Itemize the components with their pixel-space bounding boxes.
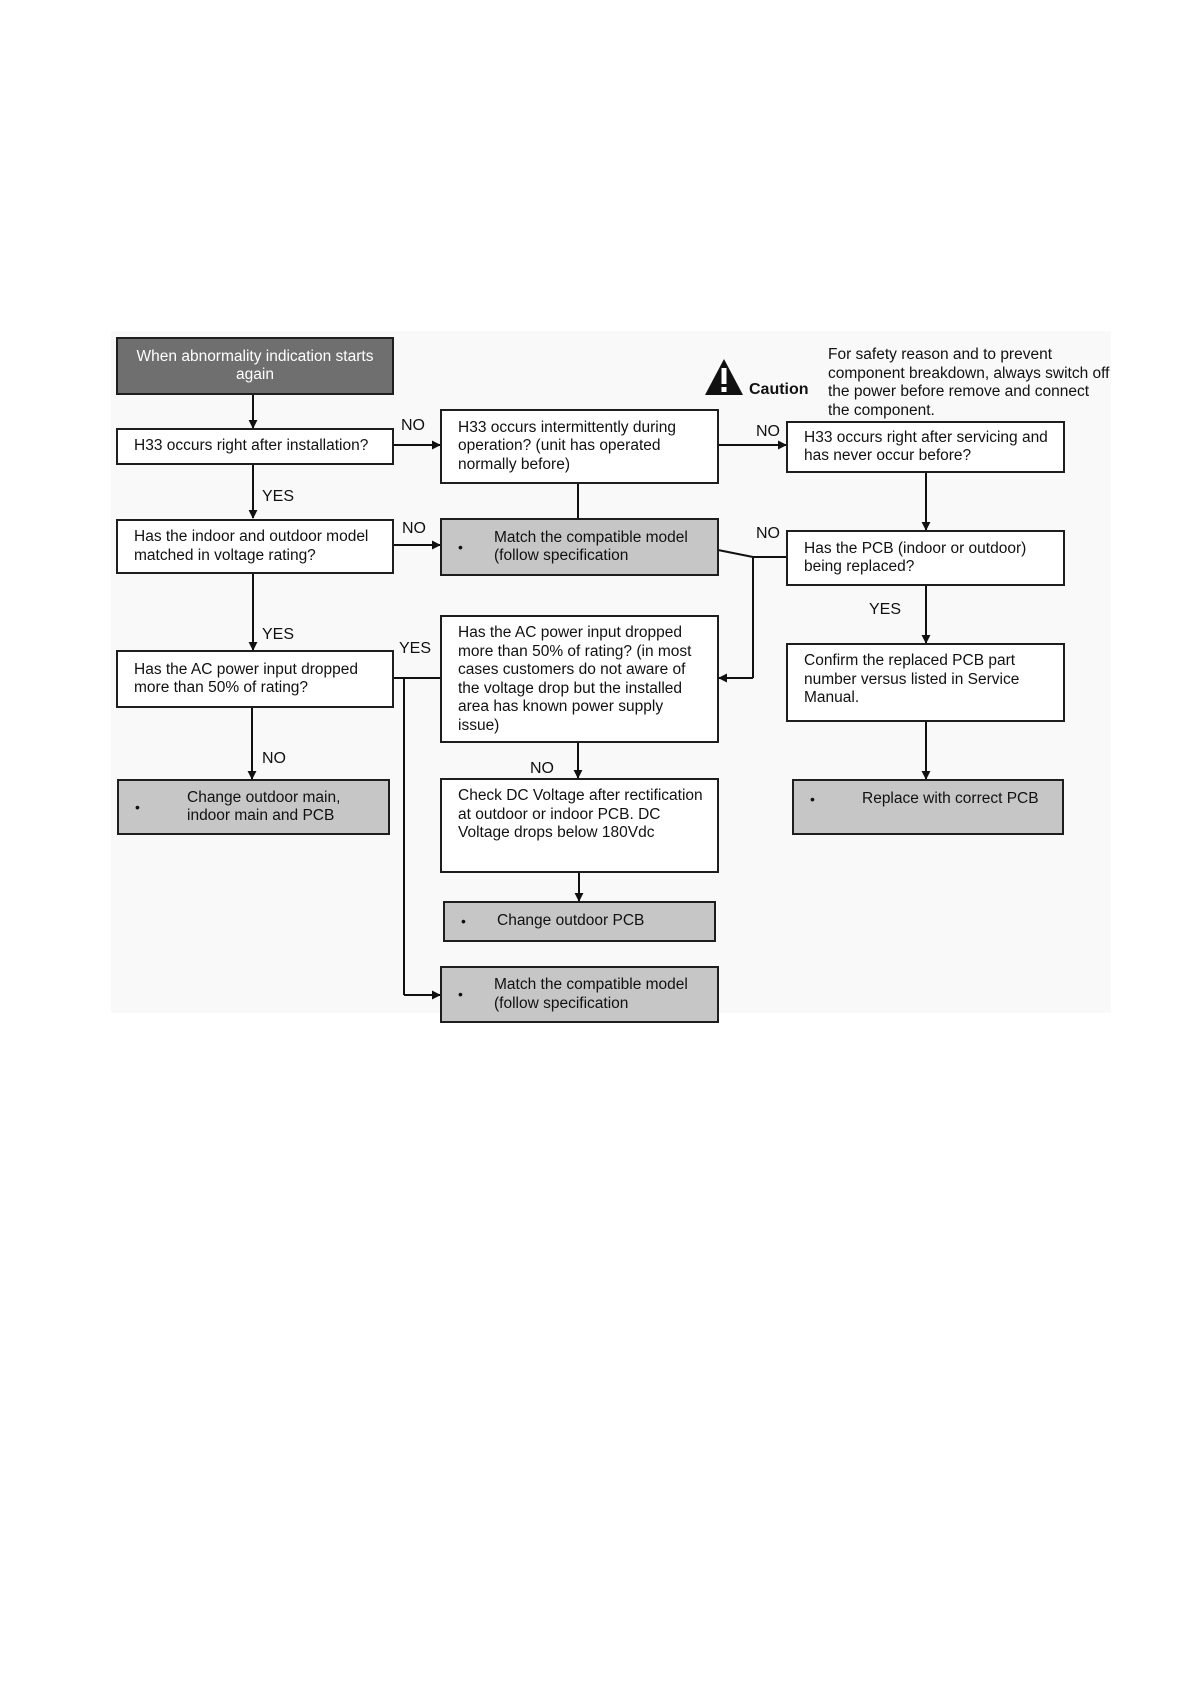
label-yes: YES [869, 601, 902, 618]
warning-icon [705, 359, 743, 395]
question-intermittent-text: H33 occurs intermittently during operati… [458, 418, 676, 473]
question-ac-drop: Has the AC power input dropped more than… [116, 650, 394, 708]
label-yes: YES [262, 488, 295, 505]
bullet-icon: • [458, 538, 463, 555]
caution-label: Caution [749, 381, 809, 398]
start-text: When abnormality indication starts again [136, 347, 374, 384]
question-intermittent: H33 occurs intermittently during operati… [440, 409, 719, 484]
question-dc-voltage-text: Check DC Voltage after rectification at … [458, 787, 703, 841]
label-no: NO [530, 760, 554, 777]
label-no: NO [262, 750, 286, 767]
question-ac-drop-text: Has the AC power input dropped more than… [134, 660, 359, 697]
action-replace-pcb: • Replace with correct PCB [792, 779, 1064, 835]
action-match-model-2-text: Match the compatible model (follow speci… [494, 976, 688, 1012]
caution-note: For safety reason and to prevent compone… [828, 346, 1110, 419]
label-no: NO [402, 520, 426, 537]
question-servicing: H33 occurs right after servicing and has… [786, 421, 1065, 473]
label-no: NO [756, 423, 780, 440]
label-yes: YES [262, 626, 295, 643]
question-pcb-replaced-text: Has the PCB (indoor or outdoor) being re… [804, 539, 1027, 576]
label-yes: YES [399, 640, 432, 657]
action-match-model-2: • Match the compatible model (follow spe… [440, 966, 719, 1023]
line-match-to-junction [717, 549, 754, 558]
action-match-model-1-text: Match the compatible model (follow speci… [494, 528, 688, 565]
action-change-outdoor-indoor-text: Change outdoor main, indoor main and PCB [187, 788, 341, 825]
bullet-icon: • [461, 913, 466, 930]
action-match-model-1: • Match the compatible model (follow spe… [440, 518, 719, 576]
label-no: NO [401, 417, 425, 434]
question-ac-drop-long: Has the AC power input dropped more than… [440, 615, 719, 743]
question-install: H33 occurs right after installation? [116, 428, 394, 465]
start-box: When abnormality indication starts again [116, 337, 394, 395]
label-no: NO [756, 525, 780, 542]
action-replace-pcb-text: Replace with correct PCB [862, 790, 1039, 807]
question-install-text: H33 occurs right after installation? [134, 437, 369, 455]
question-ac-drop-long-text: Has the AC power input dropped more than… [458, 624, 692, 734]
action-confirm-pcb: Confirm the replaced PCB part number ver… [786, 643, 1065, 722]
question-dc-voltage: Check DC Voltage after rectification at … [440, 778, 719, 873]
bullet-icon: • [135, 798, 140, 815]
action-change-outdoor-pcb: • Change outdoor PCB [443, 901, 716, 942]
question-model-match: Has the indoor and outdoor model matched… [116, 519, 394, 574]
question-pcb-replaced: Has the PCB (indoor or outdoor) being re… [786, 530, 1065, 586]
bullet-icon: • [810, 791, 815, 807]
action-confirm-pcb-text: Confirm the replaced PCB part number ver… [804, 652, 1020, 706]
action-change-outdoor-indoor: • Change outdoor main, indoor main and P… [117, 779, 390, 835]
bullet-icon: • [458, 986, 463, 1003]
question-model-match-text: Has the indoor and outdoor model matched… [134, 528, 369, 564]
question-servicing-text: H33 occurs right after servicing and has… [804, 428, 1048, 465]
action-change-outdoor-pcb-text: Change outdoor PCB [497, 912, 645, 930]
